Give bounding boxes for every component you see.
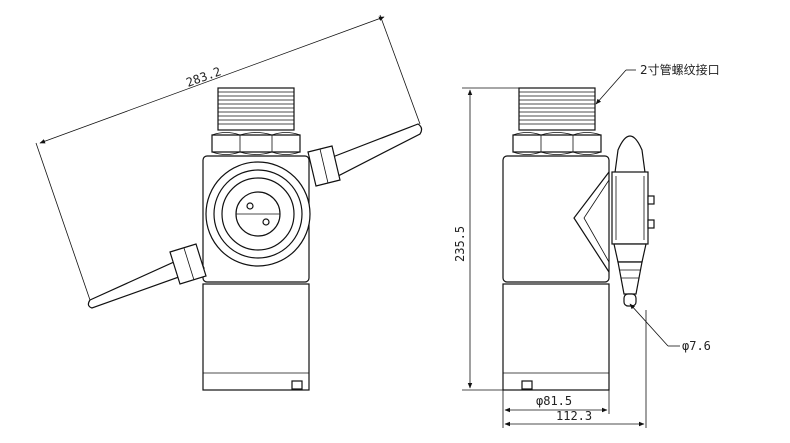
front-view: 283.2 bbox=[35, 14, 423, 391]
side-view: 2寸管螺纹接口 φ7.6 235.5 φ81.5 112.3 bbox=[453, 62, 720, 428]
dim-total-width: 112.3 bbox=[504, 310, 647, 428]
front-latch bbox=[291, 380, 303, 390]
dim-height: 235.5 bbox=[453, 87, 519, 391]
side-body-upper bbox=[502, 155, 610, 283]
front-body-lower bbox=[202, 283, 310, 391]
side-probe bbox=[573, 135, 655, 307]
front-sensor-head bbox=[205, 161, 311, 267]
dim-label-nozzle-diameter: φ7.6 bbox=[682, 339, 711, 353]
front-thread bbox=[217, 87, 295, 131]
note-nozzle-diameter: φ7.6 bbox=[629, 303, 711, 353]
dim-label-body-diameter: φ81.5 bbox=[536, 394, 572, 408]
note-thread-port: 2寸管螺纹接口 bbox=[595, 62, 720, 105]
side-body-lower bbox=[502, 283, 610, 391]
dim-body-diameter: φ81.5 bbox=[502, 390, 610, 428]
side-latch bbox=[521, 380, 533, 390]
note-thread-port-label: 2寸管螺纹接口 bbox=[640, 62, 720, 77]
front-hex-nut bbox=[211, 132, 301, 155]
dim-label-total-width: 112.3 bbox=[556, 409, 592, 423]
side-thread bbox=[518, 87, 596, 131]
side-hex-nut bbox=[512, 132, 602, 155]
front-sensor-arm bbox=[87, 123, 423, 309]
dim-label-overall-length: 283.2 bbox=[184, 64, 223, 90]
dim-label-height: 235.5 bbox=[453, 226, 467, 262]
